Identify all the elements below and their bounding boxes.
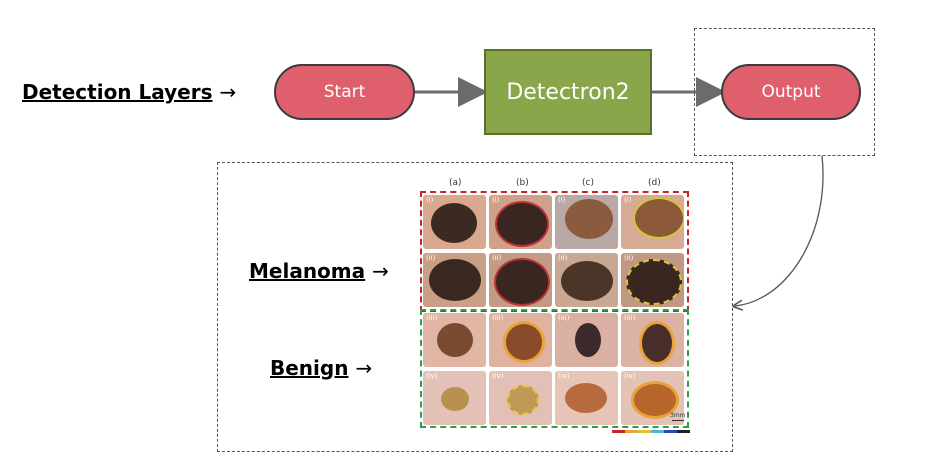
detection-layers-text: Detection Layers: [22, 80, 213, 104]
column-label-c: (c): [582, 178, 594, 188]
detectron2-node-label: Detectron2: [506, 79, 630, 105]
melanoma-text: Melanoma: [249, 259, 366, 283]
scale-bar-label: 3mm: [670, 412, 686, 419]
lesion-tile: (iv): [621, 371, 684, 425]
lesion-tile: (i): [423, 195, 486, 249]
start-node-label: Start: [323, 82, 366, 102]
column-label-b: (b): [516, 178, 529, 188]
results-box: [217, 162, 733, 452]
detectron2-node: Detectron2: [484, 49, 652, 135]
lesion-tile: (iii): [489, 313, 552, 367]
output-highlight-box: [694, 28, 875, 156]
benign-rows-box: [420, 309, 689, 428]
column-label-d: (d): [648, 178, 661, 188]
lesion-tile: (i): [555, 195, 618, 249]
lesion-figure: (a) (b) (c) (d) (i) (i) (i) (i) (ii) (ii…: [420, 178, 690, 434]
lesion-tile: (i): [621, 195, 684, 249]
right-arrow-icon: →: [372, 259, 389, 283]
output-to-results-arrow: [735, 155, 824, 306]
lesion-tile: (ii): [621, 253, 684, 307]
output-node: Output: [721, 64, 861, 120]
lesion-tile: (iii): [621, 313, 684, 367]
lesion-tile: (iv): [555, 371, 618, 425]
lesion-tile: (ii): [489, 253, 552, 307]
color-legend-strip: [612, 430, 690, 433]
melanoma-rows-box: [420, 191, 689, 312]
lesion-tile: (iv): [489, 371, 552, 425]
lesion-tile: (iv): [423, 371, 486, 425]
benign-label: Benign →: [270, 356, 372, 380]
lesion-tile: (ii): [423, 253, 486, 307]
output-node-label: Output: [761, 82, 821, 102]
melanoma-label: Melanoma →: [249, 259, 389, 283]
right-arrow-icon: →: [355, 356, 373, 380]
lesion-tile: (iii): [423, 313, 486, 367]
lesion-tile: (iii): [555, 313, 618, 367]
lesion-tile: (ii): [555, 253, 618, 307]
column-label-a: (a): [449, 178, 462, 188]
scale-bar: [672, 420, 684, 421]
start-node: Start: [274, 64, 415, 120]
benign-text: Benign: [270, 356, 349, 380]
right-arrow-icon: →: [219, 80, 237, 104]
detection-layers-label: Detection Layers →: [22, 80, 236, 104]
lesion-tile: (i): [489, 195, 552, 249]
